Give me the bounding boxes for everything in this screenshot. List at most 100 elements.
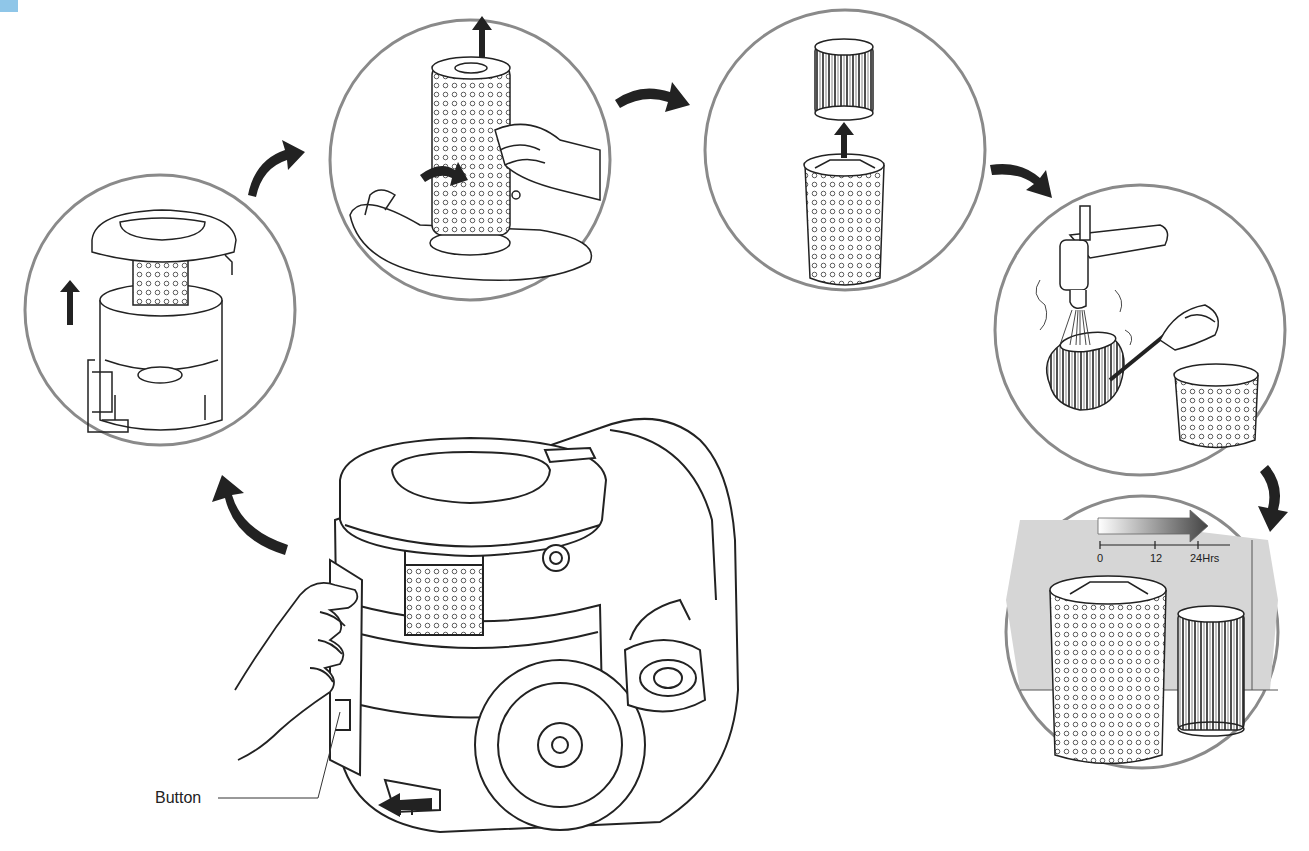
drying-illustration	[1050, 590, 1166, 764]
water-spray	[1036, 280, 1132, 345]
water-spray	[1115, 290, 1132, 345]
step-arrow	[990, 164, 1052, 198]
vacuum-cleaner-illustration	[475, 660, 645, 830]
motion-arrow	[420, 16, 492, 186]
vacuum-cleaner-illustration	[345, 525, 600, 547]
drying-illustration	[1252, 540, 1253, 690]
drying-illustration	[1178, 606, 1244, 622]
vacuum-cleaner-illustration	[498, 683, 622, 807]
washing-illustration	[1174, 364, 1258, 386]
lift-arrow	[834, 122, 854, 158]
step-arrow	[212, 82, 1288, 555]
water-spray	[1036, 280, 1047, 330]
dust-bin-illustration	[115, 395, 205, 420]
vacuum-cleaner-illustration	[610, 430, 716, 600]
washing-illustration	[1160, 305, 1218, 350]
dust-bin-illustration	[138, 367, 182, 383]
axis-tick-label: 24Hrs	[1190, 553, 1219, 564]
vacuum-cleaner-illustration	[335, 419, 738, 832]
dust-bin-illustration	[100, 300, 222, 430]
pull-arrow	[378, 793, 432, 817]
water-spray	[1060, 310, 1090, 345]
dust-bin-illustration	[133, 260, 188, 305]
drying-illustration	[1154, 541, 1155, 549]
filter-removal-illustration	[455, 63, 487, 73]
filter-removal-illustration	[350, 57, 600, 280]
filter-removal-illustration	[495, 124, 600, 200]
filter-removal-illustration	[365, 190, 395, 215]
drying-illustration	[1099, 541, 1100, 549]
washing-illustration	[1080, 206, 1090, 240]
step-arrow	[212, 475, 288, 555]
step-circle	[25, 175, 295, 445]
filter-removal-illustration	[512, 191, 520, 199]
lift-arrow	[834, 122, 854, 158]
filter-removal-illustration	[432, 65, 510, 235]
vacuum-cleaner-illustration	[550, 552, 562, 564]
motion-arrow	[472, 16, 492, 58]
washing-illustration	[1070, 290, 1086, 308]
motion-arrow	[420, 162, 468, 186]
drying-illustration	[1178, 722, 1244, 736]
part-label: Button	[155, 790, 201, 806]
dust-bin-illustration	[92, 372, 112, 412]
step-arrow	[1258, 465, 1288, 532]
vacuum-cleaner-illustration	[538, 723, 582, 767]
washing-illustration	[1060, 240, 1088, 290]
dust-bin-illustration	[120, 218, 205, 240]
drying-illustration	[1100, 541, 1198, 549]
vacuum-cleaner-illustration	[335, 700, 350, 730]
axis-tick-label: 12	[1150, 553, 1162, 564]
filter-separation-illustration	[815, 106, 873, 120]
step-arrow	[615, 82, 690, 112]
dust-bin-illustration	[92, 210, 236, 262]
corner-tab	[0, 0, 18, 12]
drying-illustration	[1050, 576, 1244, 764]
dust-bin-illustration	[225, 255, 232, 275]
step-circle	[995, 185, 1285, 475]
filter-separation-illustration	[815, 160, 875, 168]
vacuum-cleaner-illustration	[654, 668, 682, 688]
pull-arrow	[378, 793, 432, 817]
drying-illustration	[1178, 612, 1244, 730]
filter-removal-illustration	[432, 57, 510, 79]
drying-illustration	[1098, 510, 1208, 542]
vacuum-cleaner-illustration	[640, 660, 696, 696]
dust-bin-illustration	[88, 360, 128, 432]
washing-illustration	[1185, 315, 1215, 322]
filter-separation-illustration	[815, 39, 873, 55]
step-circle	[330, 20, 610, 300]
filter-separation-illustration	[805, 165, 884, 285]
step-circle	[1006, 496, 1278, 768]
lift-arrow	[60, 280, 80, 325]
drying-illustration	[1006, 510, 1278, 764]
vacuum-cleaner-illustration	[392, 452, 550, 503]
drying-illustration	[1100, 544, 1230, 545]
drying-illustration	[1050, 576, 1166, 604]
hand	[310, 612, 345, 682]
step-circle	[25, 10, 1285, 768]
vacuum-cleaner-illustration	[330, 419, 738, 832]
washing-illustration	[1110, 335, 1165, 380]
vacuum-cleaner-illustration	[625, 640, 705, 711]
filter-removal-illustration	[500, 145, 545, 165]
drying-illustration	[1070, 582, 1148, 594]
lift-arrow	[60, 280, 80, 325]
dust-bin-illustration	[88, 210, 236, 432]
axis-tick-label: 0	[1097, 553, 1103, 564]
vacuum-cleaner-illustration	[543, 545, 569, 571]
filter-separation-illustration	[804, 39, 884, 285]
drying-illustration	[1197, 541, 1198, 549]
hand	[235, 583, 357, 760]
washing-illustration	[1047, 206, 1258, 448]
vacuum-cleaner-illustration	[552, 737, 568, 753]
vacuum-cleaner-illustration	[405, 565, 483, 635]
vacuum-cleaner-illustration	[545, 448, 595, 462]
vacuum-cleaner-illustration	[630, 600, 690, 640]
hand	[235, 583, 357, 760]
vacuum-cleaner-illustration	[340, 438, 606, 556]
leader-line	[218, 712, 340, 798]
step-arrow	[248, 140, 305, 197]
